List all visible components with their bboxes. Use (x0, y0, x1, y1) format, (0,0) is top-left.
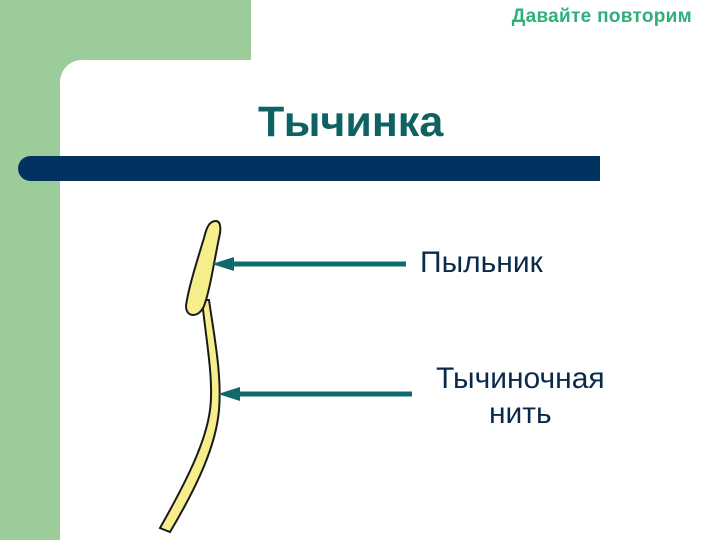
title-underline-bar (18, 156, 600, 181)
arrow-to-anther-icon (212, 257, 406, 271)
stamen-anther (184, 220, 222, 316)
label-filament-line2: нить (488, 396, 552, 430)
arrow-to-filament-icon (218, 387, 412, 401)
slide-title: Тычинка (258, 98, 444, 146)
label-filament-line1: Тычиночная (436, 362, 605, 395)
label-anther: Пыльник (420, 246, 543, 279)
label-filament: Тычиночная нить (436, 362, 605, 431)
section-header: Давайте повторим (511, 6, 692, 27)
top-white-area (251, 0, 720, 62)
content-panel (60, 60, 720, 540)
stamen-filament (158, 299, 221, 534)
